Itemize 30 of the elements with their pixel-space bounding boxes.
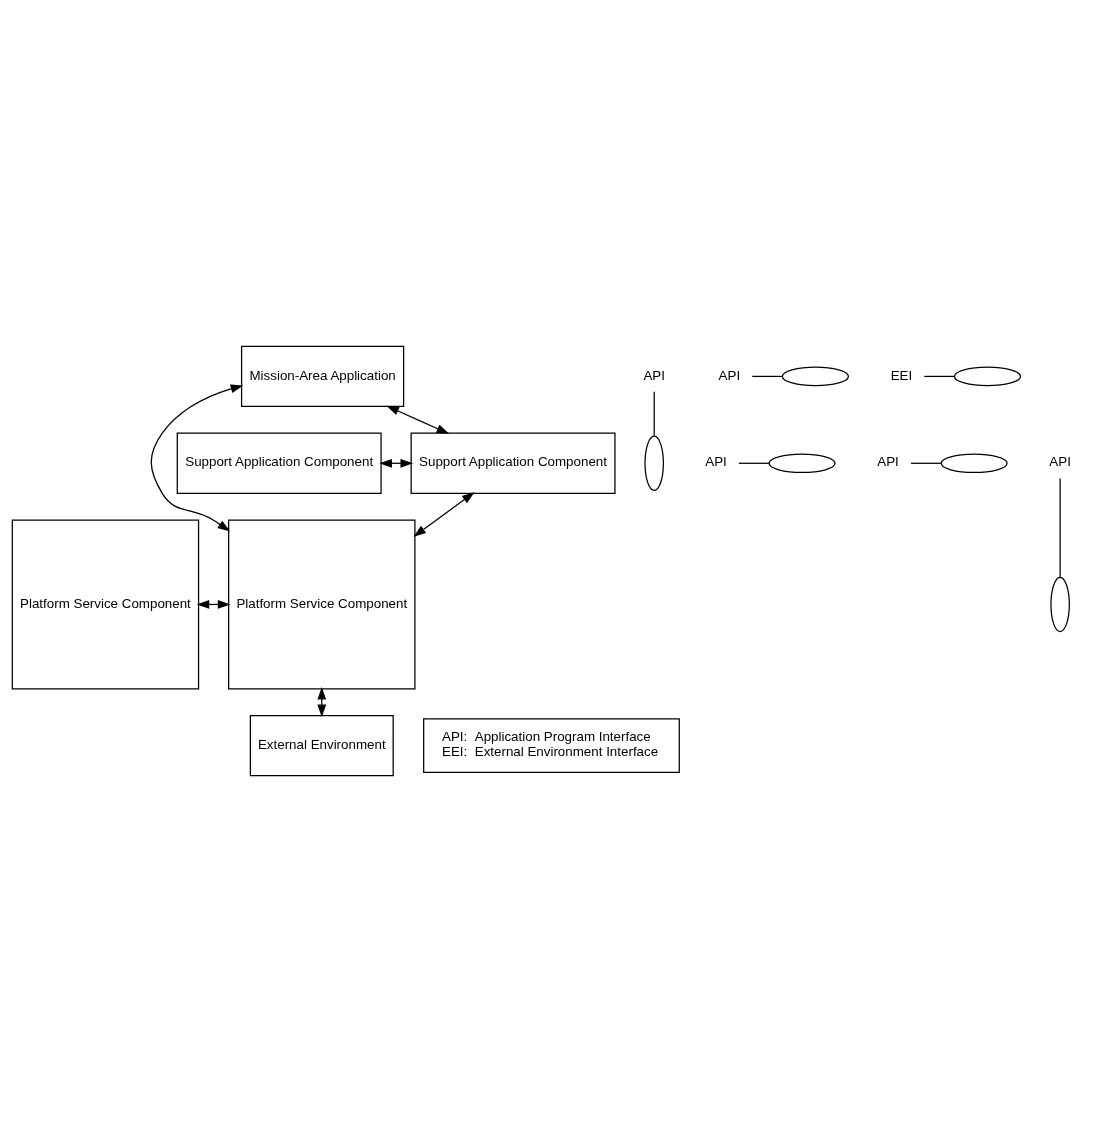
node-text: API bbox=[705, 454, 727, 470]
node-text: API bbox=[643, 367, 665, 383]
node-ellipse bbox=[953, 366, 1022, 387]
connector bbox=[923, 375, 956, 378]
arrow bbox=[379, 458, 413, 468]
node-ellipse bbox=[781, 366, 850, 387]
connector bbox=[1059, 477, 1061, 578]
node-box: Support Application Component bbox=[410, 432, 616, 494]
node-box: Platform Service Component bbox=[228, 519, 416, 690]
node-text: EEI bbox=[890, 367, 913, 383]
node-ellipse bbox=[644, 435, 664, 492]
node-box: Support Application Component bbox=[176, 432, 382, 494]
node-ellipse bbox=[940, 453, 1008, 474]
node-ellipse bbox=[1050, 576, 1070, 633]
node-ellipse bbox=[768, 453, 836, 474]
arrow bbox=[386, 405, 450, 434]
node-box: External Environment bbox=[249, 714, 394, 777]
node-box: Platform Service Component bbox=[11, 519, 200, 690]
node-text: API bbox=[877, 454, 899, 470]
node-text: API bbox=[1049, 454, 1071, 470]
connector bbox=[910, 462, 942, 464]
arrow bbox=[317, 686, 327, 718]
node-box: API: Application Program Interface EEI: External Environment Interface bbox=[423, 718, 680, 773]
arrow bbox=[150, 384, 244, 532]
arrow bbox=[413, 492, 475, 537]
connector bbox=[751, 375, 783, 378]
node-box: Mission-Area Application bbox=[240, 345, 405, 408]
connector bbox=[738, 462, 770, 464]
node-text: API bbox=[718, 367, 741, 383]
connector bbox=[653, 391, 655, 437]
